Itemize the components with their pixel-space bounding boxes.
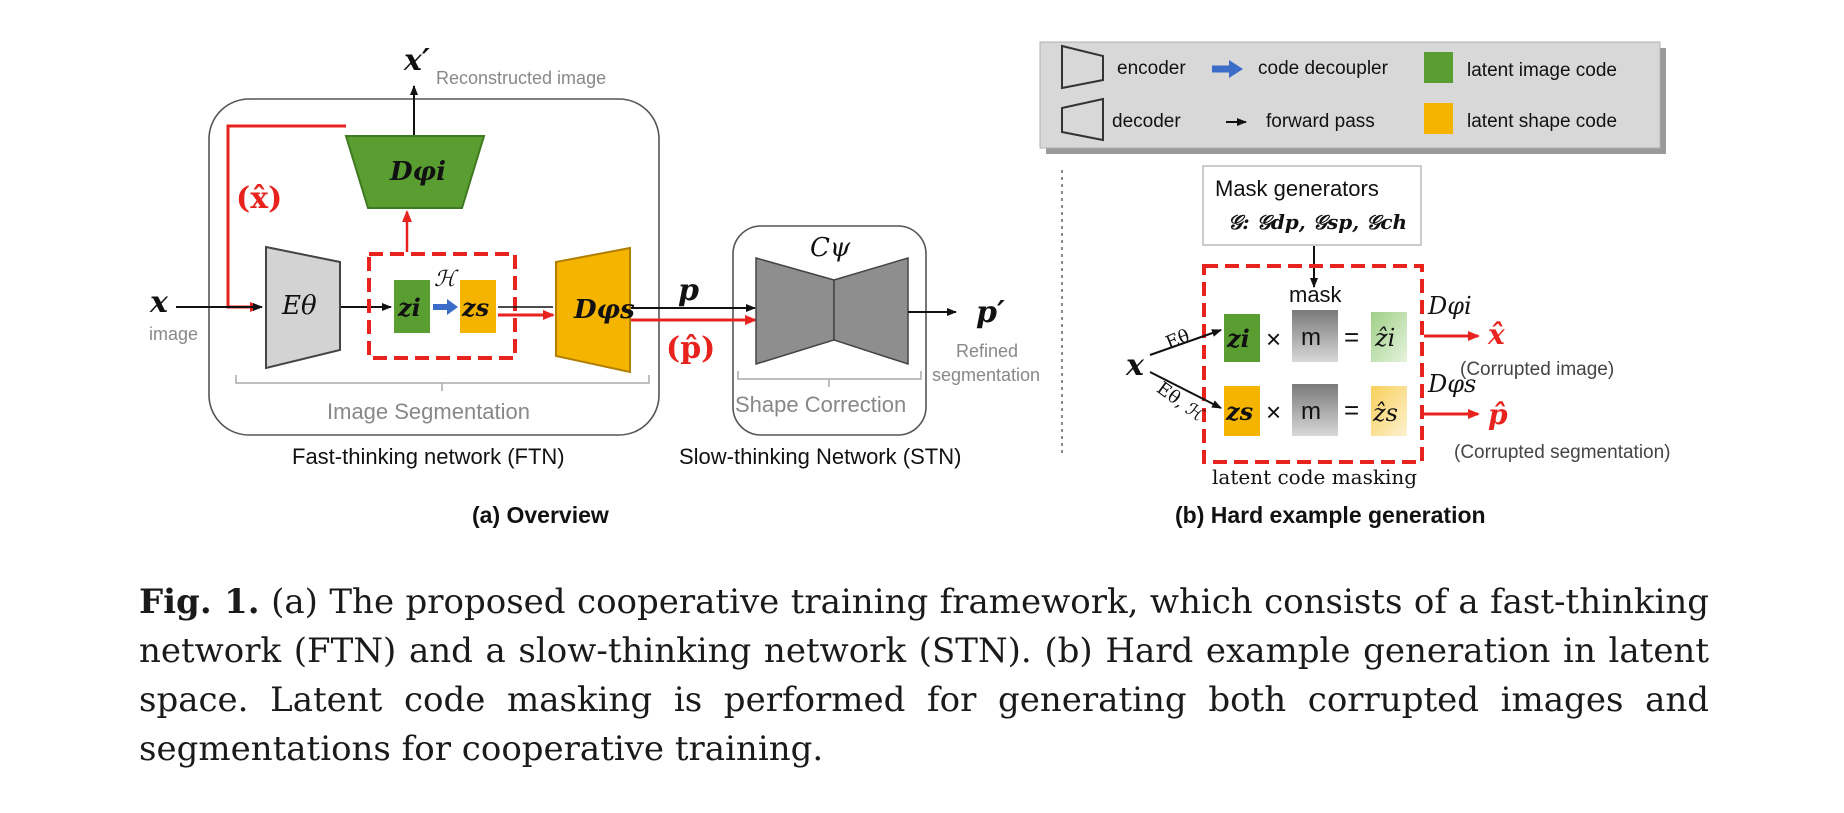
legend-forward-pass-label: forward pass bbox=[1266, 111, 1375, 132]
input-image-label: image bbox=[149, 324, 198, 344]
latent-code-masking-label: latent code masking bbox=[1212, 465, 1417, 489]
caption-text: (a) The proposed cooperative training fr… bbox=[139, 582, 1710, 769]
p-label: p bbox=[678, 273, 699, 308]
zs-times: × bbox=[1266, 397, 1281, 427]
input-x-label: x bbox=[149, 285, 169, 320]
masked-zi-label: ẑi bbox=[1374, 324, 1395, 352]
x-prime-label: x′ bbox=[403, 43, 430, 78]
shape-decoder-label: Dφs bbox=[573, 295, 635, 325]
zi-mask-label: m bbox=[1301, 324, 1321, 351]
zi-equals: = bbox=[1344, 322, 1359, 352]
shape-correction-label: Shape Correction bbox=[735, 392, 906, 417]
zs-mask-box bbox=[1292, 384, 1338, 436]
legend-decoder-label: decoder bbox=[1112, 111, 1181, 132]
shape-correction-brace bbox=[737, 371, 922, 387]
zi-label: zi bbox=[397, 293, 421, 322]
decoupler-blue-arrowhead bbox=[447, 299, 458, 315]
shape-corrector-label: Cψ bbox=[810, 233, 851, 263]
legend-green-swatch bbox=[1424, 52, 1453, 83]
corrupted-segmentation-label: (Corrupted segmentation) bbox=[1454, 442, 1671, 463]
latent-shape-code-zs bbox=[460, 280, 496, 333]
hard-input-x: x bbox=[1125, 348, 1145, 383]
legend-latent-image-label: latent image code bbox=[1467, 60, 1617, 81]
masked-zs-label: ẑs bbox=[1372, 399, 1398, 427]
encoder-e-theta bbox=[265, 245, 341, 370]
e-theta-h-label: Eθ, ℋ bbox=[1153, 378, 1208, 426]
hard-xhat-label: x̂ bbox=[1487, 318, 1505, 351]
image-decoder-label: Dφi bbox=[389, 157, 446, 187]
refined-label-1: Refined bbox=[956, 341, 1018, 361]
image-segmentation-label: Image Segmentation bbox=[327, 399, 530, 424]
overview-panel: x′ Reconstructed image Dφi (x̂) x image … bbox=[149, 43, 1040, 528]
legend-orange-swatch bbox=[1424, 103, 1453, 134]
x-to-zs-arrow bbox=[1149, 371, 1222, 409]
refined-label-2: segmentation bbox=[932, 365, 1040, 385]
ftn-label: Fast-thinking network (FTN) bbox=[292, 444, 565, 469]
hard-zs-box bbox=[1224, 386, 1260, 436]
shape-decoder bbox=[555, 246, 631, 374]
hard-d-phi-i-label: Dφi bbox=[1427, 292, 1472, 320]
legend-box bbox=[1039, 41, 1661, 149]
code-decoupler-box bbox=[367, 252, 517, 360]
encoder-label: Eθ bbox=[281, 291, 317, 321]
hard-phat-label: p̂ bbox=[1488, 398, 1508, 431]
caption-label: Fig. 1. bbox=[139, 582, 260, 622]
p-hat-label: (p̂) bbox=[666, 331, 715, 366]
hard-example-subtitle: (b) Hard example generation bbox=[1175, 502, 1486, 528]
legend-blue-arrowhead bbox=[1229, 60, 1243, 78]
latent-image-code-zi bbox=[394, 280, 430, 333]
stn-box bbox=[732, 225, 927, 436]
figure-caption: Fig. 1. (a) The proposed cooperative tra… bbox=[139, 578, 1709, 774]
hard-example-panel: Mask generators 𝒢: 𝒢dp, 𝒢sp, 𝒢ch mask x … bbox=[1125, 165, 1671, 528]
legend: encoder decoder code decoupler forward p… bbox=[1039, 41, 1666, 154]
reconstructed-image-label: Reconstructed image bbox=[436, 68, 606, 88]
p-prime-label: p′ bbox=[976, 295, 1005, 330]
masked-zi-box bbox=[1371, 312, 1407, 362]
shape-corrector-decoder bbox=[833, 256, 909, 366]
zs-equals: = bbox=[1344, 395, 1359, 425]
hard-zi-label: zi bbox=[1226, 324, 1250, 353]
hard-d-phi-s-label: Dφs bbox=[1427, 370, 1476, 398]
image-segmentation-brace bbox=[235, 375, 650, 391]
ftn-box bbox=[208, 98, 660, 436]
legend-latent-shape-label: latent shape code bbox=[1467, 111, 1617, 132]
mask-generators-label: Mask generators bbox=[1215, 176, 1379, 201]
generators-formula: 𝒢: 𝒢dp, 𝒢sp, 𝒢ch bbox=[1228, 210, 1407, 234]
zi-mask-box bbox=[1292, 310, 1338, 362]
image-decoder bbox=[344, 135, 486, 209]
legend-encoder-icon bbox=[1061, 44, 1104, 90]
overview-subtitle: (a) Overview bbox=[472, 502, 609, 528]
zi-times: × bbox=[1266, 324, 1281, 354]
zs-label: zs bbox=[461, 293, 490, 322]
xhat-label: (x̂) bbox=[236, 181, 282, 216]
decoupler-h-label: ℋ bbox=[434, 267, 459, 292]
x-to-zi-arrow bbox=[1149, 329, 1222, 356]
hard-zs-label: zs bbox=[1225, 397, 1254, 426]
mask-label: mask bbox=[1289, 282, 1343, 307]
mask-generators-box bbox=[1202, 165, 1422, 246]
latent-code-masking-box bbox=[1202, 264, 1424, 464]
legend-code-decoupler-label: code decoupler bbox=[1258, 58, 1389, 79]
stn-label: Slow-thinking Network (STN) bbox=[679, 444, 961, 469]
corrupted-image-label: (Corrupted image) bbox=[1460, 359, 1614, 380]
hard-zi-box bbox=[1224, 314, 1260, 362]
shape-corrector-encoder bbox=[755, 257, 835, 366]
legend-encoder-label: encoder bbox=[1117, 58, 1186, 79]
masked-zs-box bbox=[1371, 386, 1407, 436]
zs-mask-label: m bbox=[1301, 398, 1321, 425]
legend-decoder-icon bbox=[1061, 97, 1104, 142]
